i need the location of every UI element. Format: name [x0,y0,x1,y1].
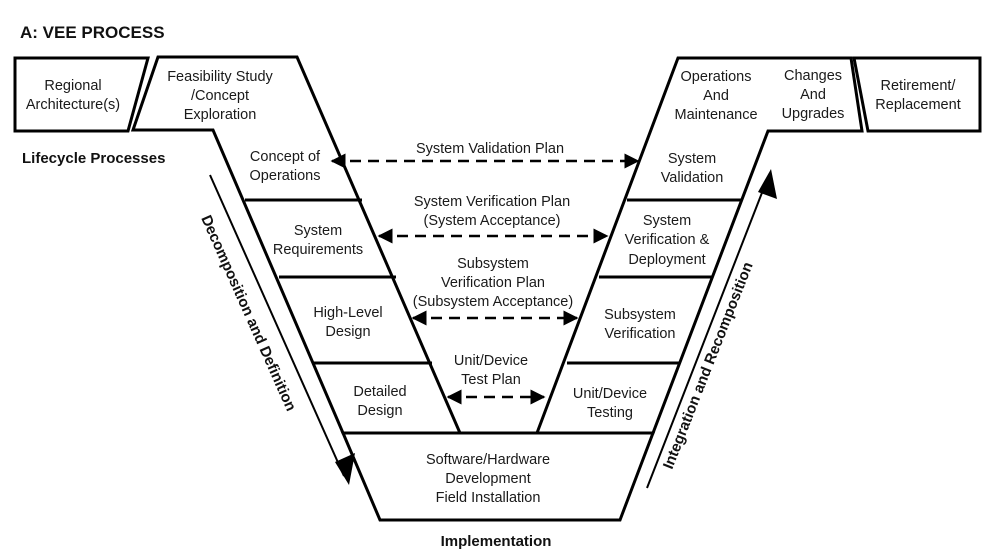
svg-text:Development: Development [445,471,530,487]
svg-text:Software/Hardware: Software/Hardware [426,452,550,468]
svg-text:Testing: Testing [587,405,633,421]
stage-high-level-design: High-Level Design [313,305,382,340]
svg-text:Detailed: Detailed [353,384,406,400]
stage-subsystem-verification: Subsystem Verification [604,307,676,342]
arrowhead-down-icon [335,453,355,485]
svg-text:Maintenance: Maintenance [674,107,757,123]
svg-text:System: System [643,213,691,229]
svg-text:Concept of: Concept of [250,149,321,165]
svg-text:Test Plan: Test Plan [461,372,521,388]
feasibility-box: Feasibility Study /Concept Exploration [167,69,273,123]
svg-text:Verification Plan: Verification Plan [441,275,545,291]
plan-system-verification: System Verification Plan (System Accepta… [377,194,609,244]
plan-unit-device-test: Unit/Device Test Plan [446,353,546,405]
svg-text:And: And [703,88,729,104]
lifecycle-processes-heading: Lifecycle Processes [22,150,165,167]
svg-text:Operations: Operations [681,69,752,85]
implementation-box: Software/Hardware Development Field Inst… [340,431,656,522]
stage-detailed-design: Detailed Design [353,384,406,419]
svg-text:System: System [294,223,342,239]
arrowhead-up-icon [758,169,777,199]
svg-text:Subsystem: Subsystem [604,307,676,323]
svg-text:And: And [800,87,826,103]
stage-system-validation: System Validation [661,151,724,186]
svg-text:System: System [668,151,716,167]
plan-system-validation: System Validation Plan [330,141,640,169]
svg-text:Validation: Validation [661,170,724,186]
svg-text:Retirement/: Retirement/ [881,78,957,94]
svg-text:Design: Design [325,324,370,340]
up-arrow-icon [646,184,766,489]
svg-text:(System Acceptance): (System Acceptance) [424,213,561,229]
operations-maintenance-box: Operations And Maintenance [674,69,757,123]
svg-text:Changes: Changes [784,68,842,84]
stage-unit-device-testing: Unit/Device Testing [573,386,647,421]
svg-text:Upgrades: Upgrades [782,106,845,122]
svg-text:(Subsystem Acceptance): (Subsystem Acceptance) [413,294,573,310]
changes-upgrades-box: Changes And Upgrades [782,68,845,122]
svg-text:Verification: Verification [605,326,676,342]
svg-text:Requirements: Requirements [273,242,363,258]
svg-text:System Validation Plan: System Validation Plan [416,141,564,157]
svg-text:High-Level: High-Level [313,305,382,321]
svg-text:System Verification Plan: System Verification Plan [414,194,570,210]
implementation-heading: Implementation [441,533,552,550]
svg-text:Deployment: Deployment [628,252,705,268]
svg-text:Verification &: Verification & [625,232,710,248]
down-arrow-icon [209,174,345,477]
svg-text:Subsystem: Subsystem [457,256,529,272]
regional-line-2: Architecture(s) [26,97,120,113]
feasibility-line-2: /Concept [191,88,249,104]
svg-text:Design: Design [357,403,402,419]
svg-text:Unit/Device: Unit/Device [454,353,528,369]
regional-line-1: Regional [44,78,101,94]
diagram-title: A: VEE PROCESS [20,23,165,42]
retirement-replacement-box: Retirement/ Replacement [852,56,982,133]
feasibility-line-1: Feasibility Study [167,69,273,85]
stage-system-requirements: System Requirements [273,223,363,258]
feasibility-line-3: Exploration [184,107,257,123]
stage-concept-of-operations: Concept of Operations [250,149,321,184]
svg-text:Field Installation: Field Installation [436,490,541,506]
stage-system-verification-deployment: System Verification & Deployment [625,213,710,268]
plan-subsystem-verification: Subsystem Verification Plan (Subsystem A… [411,256,579,326]
svg-text:Operations: Operations [250,168,321,184]
svg-text:Replacement: Replacement [875,97,960,113]
svg-text:Unit/Device: Unit/Device [573,386,647,402]
regional-architecture-box: Regional Architecture(s) [13,56,150,133]
